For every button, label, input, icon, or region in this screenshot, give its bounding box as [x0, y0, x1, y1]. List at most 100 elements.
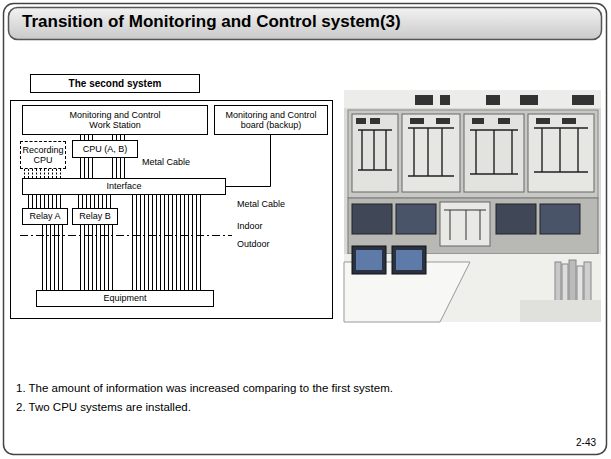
cable-line: [116, 158, 117, 178]
cable-line: [46, 225, 47, 290]
cable-line: [60, 169, 61, 178]
cable-bundle: [81, 158, 125, 178]
cable-line: [164, 195, 165, 290]
control-room-photo: [344, 90, 601, 322]
cable-line: [32, 195, 33, 208]
cable-line: [42, 225, 43, 290]
cable-line: [102, 195, 103, 208]
cable-line: [112, 225, 113, 290]
cable-line: [94, 195, 95, 208]
cable-bundle: [29, 195, 61, 208]
cable-line: [110, 195, 111, 208]
cable-line: [112, 158, 113, 178]
cable-line: [52, 195, 53, 208]
cable-line: [152, 195, 153, 290]
box-text: Relay B: [79, 211, 111, 221]
workstation-box: Monitoring and Control Work Station: [22, 105, 208, 135]
cable-line: [62, 225, 63, 290]
relay-box: Relay B: [72, 208, 118, 225]
cable-line: [92, 225, 93, 290]
cable-line: [144, 195, 145, 290]
cable-line: [100, 225, 101, 290]
relay-box: Relay A: [22, 208, 68, 225]
cable-line: [78, 195, 79, 208]
cable-line: [176, 195, 177, 290]
cable-line: [184, 195, 185, 290]
title-band: [9, 8, 602, 40]
cable-line: [196, 195, 197, 290]
cable-line: [82, 195, 83, 208]
equipment-box: Equipment: [36, 290, 214, 307]
cable-line: [88, 225, 89, 290]
cable-bundle: [43, 225, 63, 290]
recording-cpu-box: Recording CPU: [20, 141, 66, 169]
cable-line: [132, 195, 133, 290]
cable-line: [40, 169, 41, 178]
cable-line: [200, 195, 201, 290]
cable-line: [40, 195, 41, 208]
cable-line: [86, 195, 87, 208]
backup-board-box: Monitoring and Control board (backup): [214, 105, 328, 135]
cable-line: [172, 195, 173, 290]
cable-line: [80, 158, 81, 178]
cable-line: [44, 195, 45, 208]
section-heading-box: The second system: [30, 74, 200, 93]
cable-bundle: [25, 169, 61, 178]
cable-label: Metal Cable: [141, 157, 191, 167]
diagram-frame: [11, 101, 333, 319]
box-text: Interface: [106, 181, 141, 191]
cable-line: [192, 195, 193, 290]
cable-line: [168, 195, 169, 290]
cable-bundle: [133, 195, 201, 290]
box-text: Equipment: [103, 293, 146, 303]
interface-box: Interface: [22, 178, 226, 195]
cable-line: [60, 195, 61, 208]
note-text: 1. The amount of information was increas…: [16, 382, 393, 396]
slide-title: Transition of Monitoring and Control sys…: [22, 12, 401, 32]
box-text: CPU (A, B): [83, 144, 128, 154]
cable-line: [56, 195, 57, 208]
cable-line: [44, 169, 45, 178]
cable-bundle: [79, 195, 111, 208]
cable-line: [140, 195, 141, 290]
cable-line: [108, 225, 109, 290]
area-label: Outdoor: [236, 239, 271, 249]
cable-line: [50, 225, 51, 290]
cable-line: [90, 195, 91, 208]
cable-line: [104, 225, 105, 290]
cable-line: [48, 195, 49, 208]
box-text: Recording CPU: [22, 145, 63, 166]
cable-line: [92, 158, 93, 178]
cable-line: [160, 195, 161, 290]
cable-line: [36, 169, 37, 178]
cable-line: [106, 195, 107, 208]
cable-line: [56, 169, 57, 178]
cable-line: [98, 195, 99, 208]
cable-line: [54, 225, 55, 290]
cable-bundle: [226, 135, 271, 187]
cable-line: [32, 169, 33, 178]
cable-line: [136, 195, 137, 290]
area-label: Indoor: [236, 221, 264, 231]
cable-line: [28, 195, 29, 208]
cable-line: [88, 158, 89, 178]
cable-line: [36, 195, 37, 208]
cpu-box: CPU (A, B): [72, 140, 138, 158]
note-text: 2. Two CPU systems are installed.: [16, 401, 191, 415]
cable-line: [120, 158, 121, 178]
cable-line: [28, 169, 29, 178]
box-text: The second system: [69, 78, 162, 90]
cable-line: [180, 195, 181, 290]
cable-line: [148, 195, 149, 290]
cable-line: [84, 225, 85, 290]
cable-line: [124, 158, 125, 178]
box-text: Monitoring and Control board (backup): [218, 110, 324, 131]
cable-line: [52, 169, 53, 178]
slide-frame: [4, 4, 607, 455]
box-text: Monitoring and Control Work Station: [59, 110, 171, 131]
cable-line: [156, 195, 157, 290]
page-number: 2-43: [576, 437, 596, 448]
cable-line: [48, 169, 49, 178]
cable-line: [226, 135, 271, 187]
